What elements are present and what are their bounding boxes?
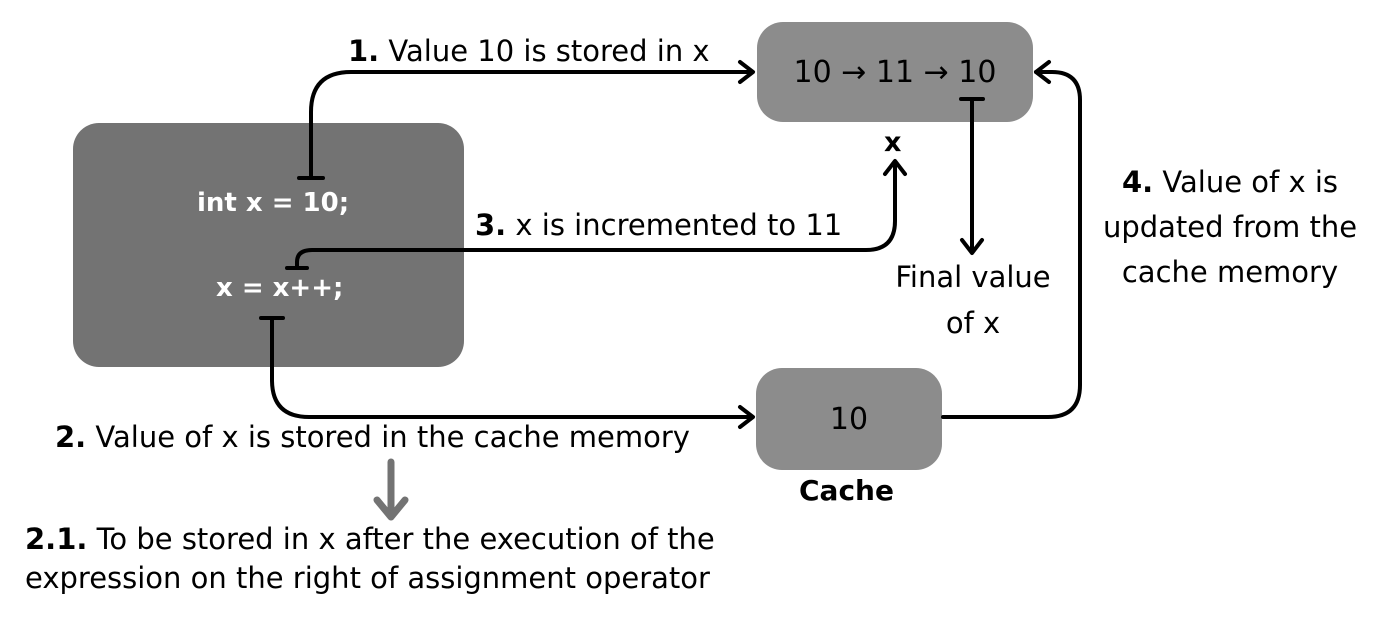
step4-number: 4. <box>1122 165 1154 199</box>
cache-box-caption: Cache <box>799 474 894 507</box>
code-line-declaration: int x = 10; <box>197 188 350 218</box>
arrow-step2-head <box>738 405 755 429</box>
step2-text: Value of x is stored in the cache memory <box>86 420 690 454</box>
step2-1-line1: 2.1. To be stored in x after the executi… <box>25 522 715 557</box>
code-block <box>73 123 464 367</box>
x-value-sequence: 10 → 11 → 10 <box>793 54 997 90</box>
step4-text-line1: Value of x is <box>1153 165 1338 199</box>
arrow-step2-1-head <box>373 496 409 521</box>
arrow-step1-head <box>738 60 755 84</box>
step4-line1: 4. Value of x is <box>1090 160 1370 205</box>
variable-x-box: 10 → 11 → 10 <box>757 22 1033 122</box>
final-value-line1: Final value <box>895 260 1051 294</box>
step2-1-label: 2.1. To be stored in x after the executi… <box>25 522 715 596</box>
arrow-final-value-head <box>960 238 984 255</box>
step3-label: 3. x is incremented to 11 <box>475 208 842 243</box>
arrow-step3-head <box>883 159 907 176</box>
code-line-increment: x = x++; <box>216 273 344 303</box>
step2-1-number: 2.1. <box>25 522 88 556</box>
step2-1-text-line2: expression on the right of assignment op… <box>25 560 710 595</box>
step4-label: 4. Value of x is updated from the cache … <box>1090 160 1370 296</box>
step1-text: Value 10 is stored in x <box>379 34 710 68</box>
arrow-step4-head <box>1034 60 1051 84</box>
x-box-caption: x <box>884 127 902 158</box>
final-value-label: Final value of x <box>880 255 1066 347</box>
step3-text: x is incremented to 11 <box>506 208 843 242</box>
step4-text-line3: cache memory <box>1121 255 1339 290</box>
step2-number: 2. <box>55 420 87 454</box>
arrow-step4 <box>941 70 1082 419</box>
step3-number: 3. <box>475 208 507 242</box>
cache-value: 10 <box>829 401 869 437</box>
step2-label: 2. Value of x is stored in the cache mem… <box>55 420 690 455</box>
step1-number: 1. <box>348 34 380 68</box>
step1-label: 1. Value 10 is stored in x <box>348 34 710 69</box>
step2-1-text-line1: To be stored in x after the execution of… <box>87 522 715 556</box>
final-value-line2: of x <box>945 305 1001 340</box>
cache-box: 10 <box>756 368 942 470</box>
step4-text-line2: updated from the <box>1102 210 1358 245</box>
